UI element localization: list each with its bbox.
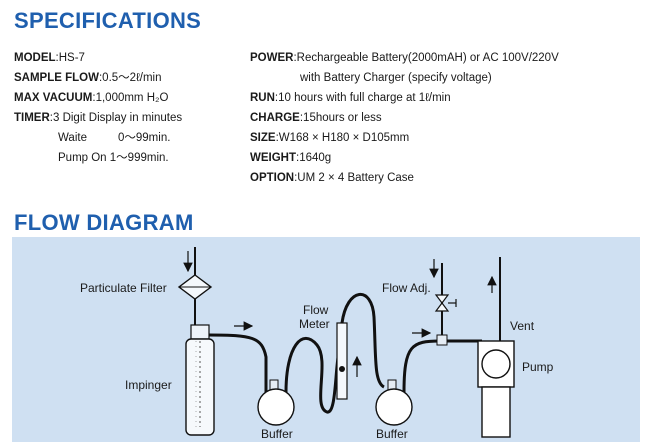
spec-timer: TIMER:3 Digit Display in minutes [14,112,183,124]
label-impinger: Impinger [125,378,172,392]
spec-column-right: POWER:Rechargeable Battery(2000mAH) or A… [250,48,650,188]
label-buffer-1: Buffer [261,427,293,441]
flow-diagram-heading: FLOW DIAGRAM [14,210,194,235]
impinger-to-buffer-tube [208,333,268,392]
label-flow-meter-line2: Meter [299,317,330,331]
spec-charge: CHARGE:15hours or less [250,112,382,124]
spec-timer-pump-on: Pump On 1～999min. [58,152,169,164]
flow-diagram-panel: Particulate Filter Impinger Buffer Buffe… [12,237,640,442]
spec-sample-flow: SAMPLE FLOW:0.5～2ℓ/min [14,72,162,84]
label-vent: Vent [510,319,535,333]
buffer-2-icon [375,379,413,426]
meter-to-buffer-tube [340,293,385,389]
spec-power: POWER:Rechargeable Battery(2000mAH) or A… [250,52,559,64]
flow-diagram-svg: Particulate Filter Impinger Buffer Buffe… [80,247,554,441]
label-pump: Pump [522,360,554,374]
specifications-heading: SPECIFICATIONS [14,8,202,33]
label-particulate-filter: Particulate Filter [80,281,167,295]
pump-icon [477,340,515,438]
spec-size: SIZE:W168 × H180 × D105mm [250,132,410,144]
buffer-to-pump-tube [402,339,482,393]
spec-model: MODEL:HS-7 [14,52,85,64]
spec-column-left: MODEL:HS-7 SAMPLE FLOW:0.5～2ℓ/min MAX VA… [14,48,244,168]
spec-power-cont: with Battery Charger (specify voltage) [300,72,492,84]
spec-max-vacuum: MAX VACUUM:1,000mm H₂O [14,92,169,104]
impinger-icon [185,324,215,436]
label-flow-adj: Flow Adj. [382,281,431,295]
spec-option: OPTION:UM 2 × 4 Battery Case [250,172,414,184]
buffer-1-icon [257,379,295,426]
spec-run: RUN:10 hours with full charge at 1ℓ/min [250,92,451,104]
particulate-filter-icon [177,274,213,300]
label-buffer-2: Buffer [376,427,408,441]
label-flow-meter-line1: Flow [303,303,329,317]
flow-meter-icon [336,322,348,400]
flow-adj-valve-icon [434,294,457,346]
buffer-to-meter-tube [284,337,344,414]
spec-weight: WEIGHT:1640g [250,152,332,164]
